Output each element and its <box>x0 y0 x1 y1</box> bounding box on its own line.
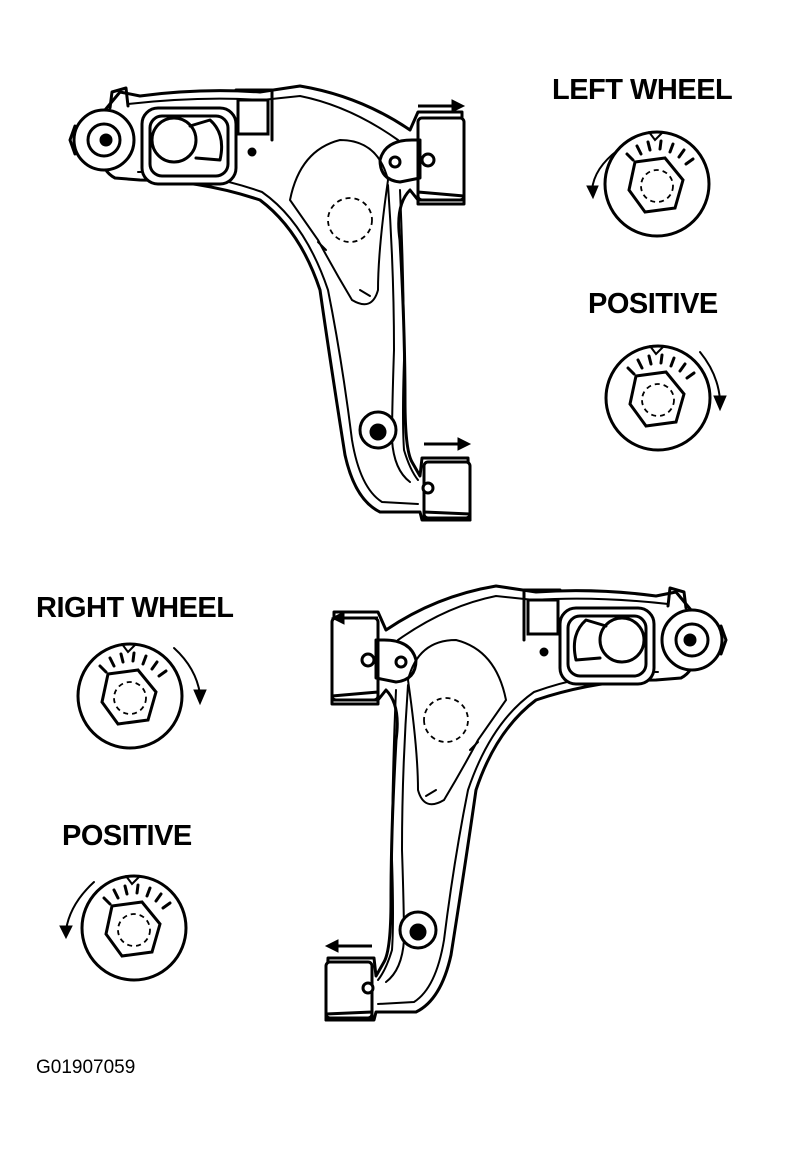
right-positive-label: POSITIVE <box>62 820 192 852</box>
left-control-arm <box>68 84 472 522</box>
left-positive-label: POSITIVE <box>588 288 718 320</box>
right-wheel-label: RIGHT WHEEL <box>36 592 234 624</box>
figure-code: G01907059 <box>36 1057 136 1078</box>
left-wheel-label: LEFT WHEEL <box>552 74 733 106</box>
left-wheel-cam-adjuster <box>603 130 711 238</box>
left-positive-rotation-arrow-icon <box>699 351 727 412</box>
left-wheel-rotation-arrow-icon <box>586 149 619 200</box>
left-positive-cam-adjuster <box>604 344 712 452</box>
right-arm-rear-arrow <box>324 938 374 954</box>
left-arm-rear-arrow <box>422 436 472 452</box>
right-positive-cam-adjuster <box>80 874 188 982</box>
right-wheel-rotation-arrow-icon <box>173 647 207 706</box>
right-wheel-cam-adjuster <box>76 642 184 750</box>
left-arm-front-arrow <box>416 98 466 114</box>
right-positive-rotation-arrow-icon <box>59 881 95 940</box>
right-control-arm <box>324 584 728 1022</box>
